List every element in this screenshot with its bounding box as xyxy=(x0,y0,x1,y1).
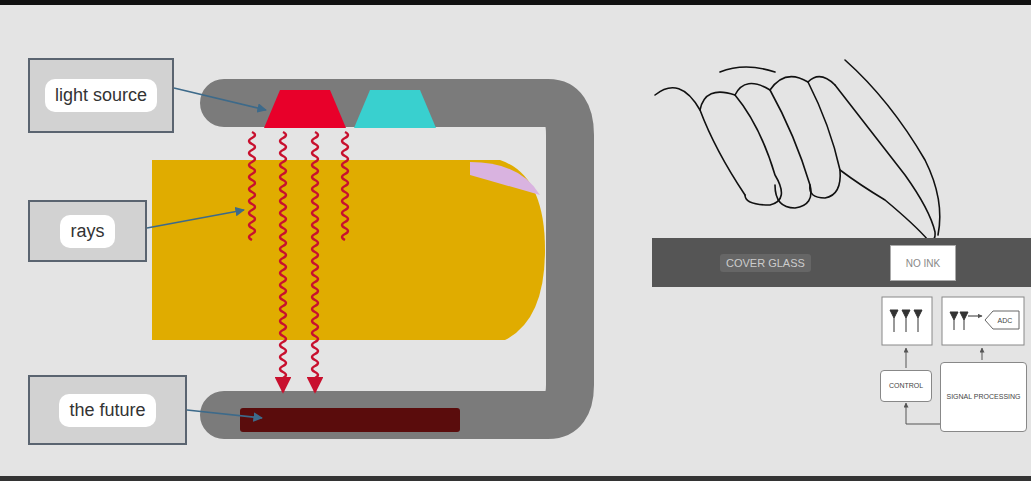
bottom-rule xyxy=(0,476,1031,481)
node-text: rays xyxy=(60,215,114,248)
leader-line xyxy=(147,210,244,228)
ray xyxy=(280,132,286,392)
wire xyxy=(982,348,983,360)
contact-box: NO INK xyxy=(890,245,956,281)
node-text: ADC xyxy=(992,317,1013,324)
label-box: rays xyxy=(28,200,147,262)
node-text: NO INK xyxy=(906,258,940,269)
node-text: CONTROL xyxy=(887,381,925,391)
hand-sketch xyxy=(655,60,940,240)
signal-processing-box: SIGNAL PROCESSING xyxy=(940,362,1027,432)
wire xyxy=(906,348,907,368)
node-text: COVER GLASS xyxy=(720,254,811,272)
node-text: light source xyxy=(45,79,157,112)
connector xyxy=(906,403,940,424)
light-source-2 xyxy=(354,90,436,128)
ray xyxy=(342,132,348,240)
finger xyxy=(152,160,545,340)
control-box: CONTROL xyxy=(880,370,932,402)
adc-block: ADC xyxy=(984,310,1020,330)
fingernail xyxy=(470,162,540,195)
node-text: the future xyxy=(59,394,155,427)
cover-glass: COVER GLASS NO INK xyxy=(652,238,1031,287)
pixel-symbols xyxy=(890,310,982,332)
sensor-array xyxy=(882,297,932,345)
ray xyxy=(312,132,318,392)
detector xyxy=(240,408,460,432)
rays xyxy=(249,132,348,392)
leader-line xyxy=(174,88,266,110)
label-box: light source xyxy=(28,58,174,133)
label-box: the future xyxy=(28,375,187,445)
node-text: SIGNAL PROCESSING xyxy=(944,392,1022,402)
top-rule xyxy=(0,0,1031,5)
light-source xyxy=(264,90,346,128)
leader-line xyxy=(187,410,262,418)
readout-block xyxy=(942,297,1024,345)
ray xyxy=(249,132,255,240)
